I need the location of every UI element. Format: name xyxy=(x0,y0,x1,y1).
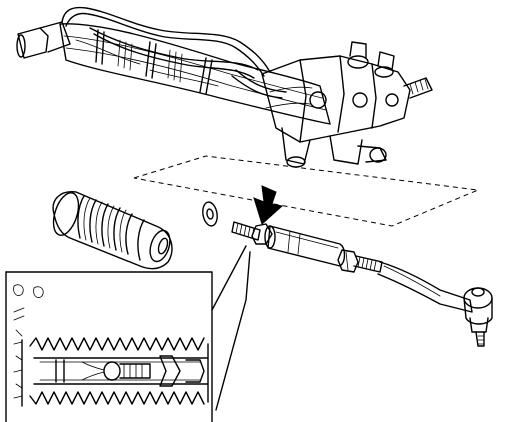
rack-boot xyxy=(52,191,173,270)
inner-tie-rod-joint xyxy=(231,221,346,267)
lock-nut xyxy=(337,249,359,273)
detail-inset xyxy=(5,271,213,422)
removal-arrow xyxy=(253,185,284,225)
steering-rack-housing xyxy=(16,6,433,168)
boot-clamp-washer xyxy=(202,201,218,227)
dashed-reference-plane xyxy=(133,155,480,227)
outer-tie-rod-end xyxy=(353,255,493,347)
detail-callout-lines xyxy=(211,245,251,411)
